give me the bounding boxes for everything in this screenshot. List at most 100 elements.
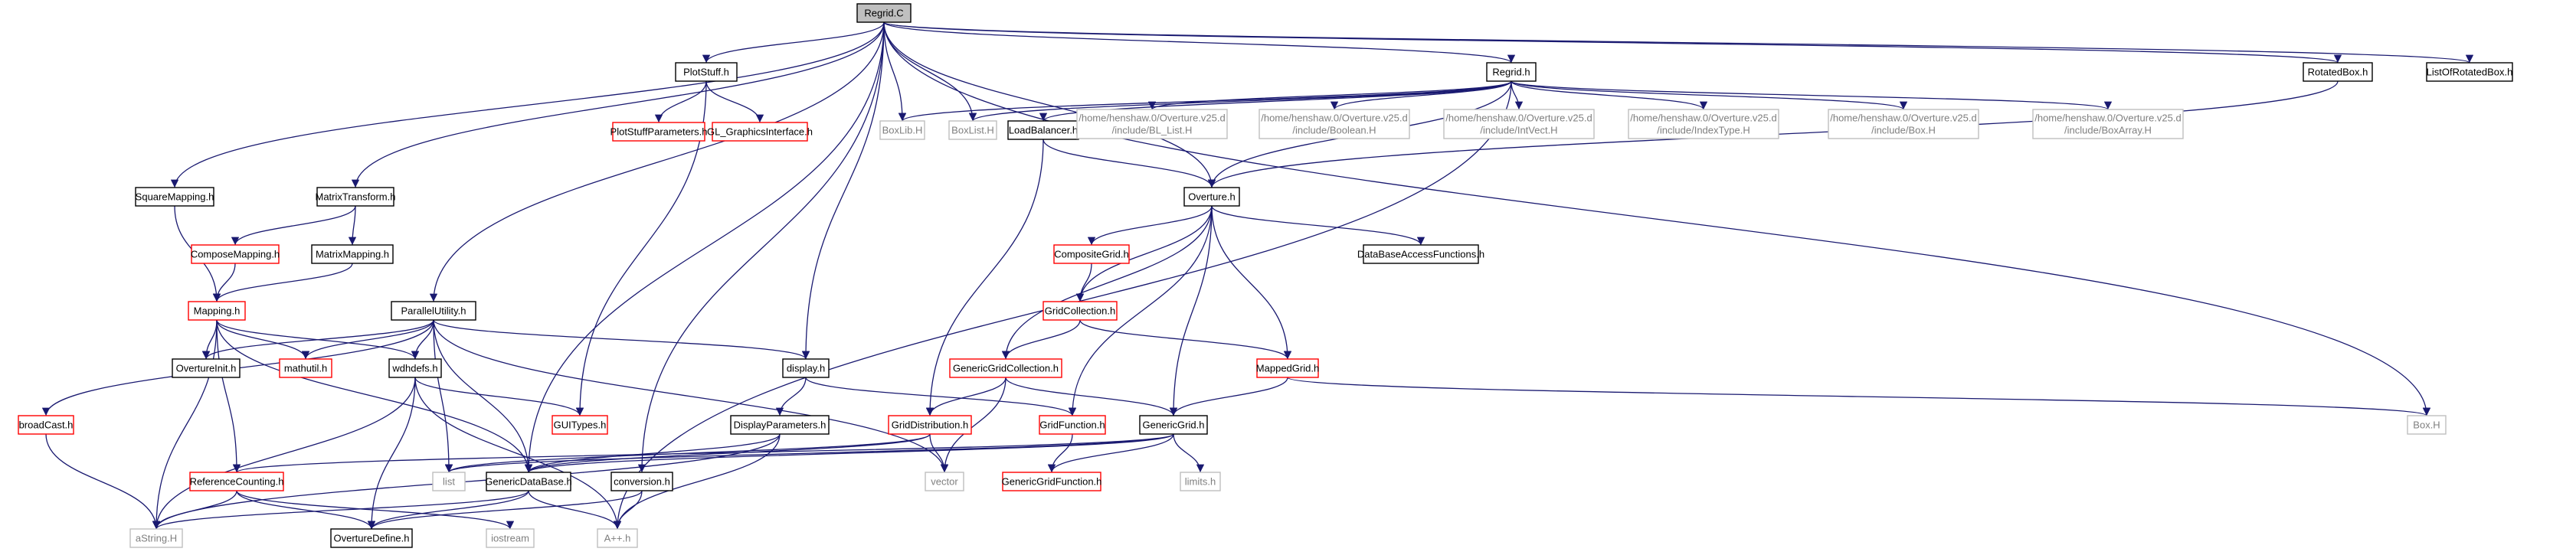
- node-genericgrid-h[interactable]: GenericGrid.h: [1139, 415, 1208, 435]
- node-vector: vector: [925, 472, 964, 491]
- node-label: OvertureDefine.h: [334, 533, 410, 544]
- node-matrixtransform-h[interactable]: MatrixTransform.h: [316, 187, 396, 207]
- node-plotstuff-h[interactable]: PlotStuff.h: [675, 62, 738, 82]
- node-label: /include/Boolean.H: [1292, 125, 1376, 136]
- include-arrow: [528, 490, 622, 530]
- node-overturedefine-h[interactable]: OvertureDefine.h: [330, 528, 413, 548]
- node-genericgridfunction-h[interactable]: GenericGridFunction.h: [1002, 472, 1102, 491]
- include-arrow: [212, 263, 236, 302]
- include-arrow: [925, 377, 1007, 416]
- node-label: Box.H: [2413, 420, 2440, 431]
- node-box: [135, 187, 214, 207]
- node-label: limits.h: [1185, 476, 1216, 488]
- node-displayparameters-h[interactable]: DisplayParameters.h: [730, 415, 830, 435]
- include-arrow: [1039, 80, 1512, 122]
- include-edge-parallelutility_h-to-vector: [433, 319, 949, 473]
- node-label: MatrixMapping.h: [316, 249, 389, 260]
- node-regrid-c[interactable]: Regrid.C: [856, 3, 912, 23]
- node-gridcollection-h[interactable]: GridCollection.h: [1043, 301, 1118, 321]
- include-edge-parallelutility_h-to-wdhdefs_h: [411, 319, 434, 360]
- include-arrow: [1169, 377, 1288, 416]
- include-arrow: [216, 319, 241, 473]
- node-mapping-h[interactable]: Mapping.h: [188, 301, 246, 321]
- node-label: MappedGrid.h: [1256, 363, 1319, 374]
- node-boxlib-h: BoxLib.H: [879, 120, 925, 140]
- include-arrow: [445, 433, 1174, 473]
- include-arrow: [1211, 205, 1425, 246]
- node-squaremapping-h[interactable]: SquareMapping.h: [135, 187, 214, 207]
- include-arrow: [414, 377, 622, 530]
- node-box: [486, 472, 571, 491]
- node-composemapping-h[interactable]: ComposeMapping.h: [191, 244, 280, 264]
- include-arrow: [705, 80, 764, 123]
- include-arrow: [367, 490, 529, 530]
- node-label: /include/Box.H: [1871, 125, 1936, 136]
- node-parallelutility-h[interactable]: ParallelUtility.h: [391, 301, 476, 321]
- include-edge-genericgridcollection_h-to-vector: [940, 377, 1007, 473]
- include-edge-regrid_h-to-indextype_h: [1511, 80, 1708, 110]
- node-label: RotatedBox.h: [2308, 67, 2368, 78]
- node-overture-h[interactable]: Overture.h: [1183, 187, 1240, 207]
- node-box: [1828, 109, 1979, 139]
- node-boolean-h: /home/henshaw.0/Overture.v25.d/include/B…: [1259, 109, 1410, 139]
- node-loadbalancer-h[interactable]: LoadBalancer.h: [1007, 120, 1079, 140]
- node-box: [1043, 301, 1118, 321]
- include-arrow: [152, 319, 218, 530]
- include-arrow: [1169, 205, 1213, 416]
- include-arrow: [433, 319, 453, 473]
- node-conversion-h[interactable]: conversion.h: [610, 472, 673, 491]
- node-box: [1363, 244, 1479, 264]
- node-genericgridcollection-h[interactable]: GenericGridCollection.h: [949, 358, 1062, 378]
- node-overtureinit-h[interactable]: OvertureInit.h: [172, 358, 241, 378]
- node-mathutil-h[interactable]: mathutil.h: [279, 358, 332, 378]
- node-broadcast-h[interactable]: broadCast.h: [18, 415, 74, 435]
- include-arrow: [170, 21, 885, 188]
- node-label: DisplayParameters.h: [734, 420, 826, 431]
- node-box: [597, 528, 638, 548]
- node-display-h[interactable]: display.h: [782, 358, 830, 378]
- node-wdhdefs-h[interactable]: wdhdefs.h: [388, 358, 442, 378]
- node-compositegrid-h[interactable]: CompositeGrid.h: [1053, 244, 1130, 264]
- node-gridfunction-h[interactable]: GridFunction.h: [1039, 415, 1106, 435]
- node-griddistribution-h[interactable]: GridDistribution.h: [888, 415, 972, 435]
- node-box: [948, 120, 997, 140]
- include-edge-genericgridcollection_h-to-genericgrid_h: [1005, 377, 1178, 416]
- include-edge-regrid_c-to-listofrotatedbox_h: [883, 21, 2473, 64]
- node-indextype-h: /home/henshaw.0/Overture.v25.d/include/I…: [1628, 109, 1779, 139]
- node-box: [388, 358, 442, 378]
- include-edge-displayparameters_h-to-aplusplus_h: [613, 433, 781, 530]
- include-edge-overture_h-to-mappedgrid_h: [1211, 205, 1292, 360]
- include-arrow: [1511, 80, 1907, 110]
- node-plotstuffparameters-h[interactable]: PlotStuffParameters.h: [610, 122, 708, 142]
- include-edge-genericgrid_h-to-genericgridfunction_h: [1047, 433, 1174, 473]
- node-label: /home/henshaw.0/Overture.v25.d: [1079, 113, 1226, 124]
- node-label: GenericGridCollection.h: [953, 363, 1059, 374]
- node-rotatedbox-h[interactable]: RotatedBox.h: [2303, 62, 2373, 82]
- node-genericdatabase-h[interactable]: GenericDataBase.h: [485, 472, 572, 491]
- node-listofrotatedbox-h[interactable]: ListOfRotatedBox.h: [2426, 62, 2513, 82]
- include-edge-regrid_c-to-regrid_h: [883, 21, 1515, 64]
- node-label: Regrid.C: [864, 8, 903, 19]
- node-referencecounting-h[interactable]: ReferenceCounting.h: [189, 472, 284, 491]
- include-edge-genericdatabase_h-to-astring_h: [152, 490, 529, 530]
- include-arrow: [524, 433, 781, 473]
- node-list: list: [432, 472, 466, 491]
- node-box: [1053, 244, 1130, 264]
- include-edge-mapping_h-to-genericdatabase_h: [216, 319, 533, 473]
- include-edge-gridfunction_h-to-genericgridfunction_h: [1047, 433, 1073, 473]
- node-regrid-h[interactable]: Regrid.h: [1486, 62, 1537, 82]
- node-box: [1180, 472, 1221, 491]
- node-gl-graphicsinterface-h[interactable]: GL_GraphicsInterface.h: [707, 122, 813, 142]
- include-edge-overture_h-to-genericgrid_h: [1169, 205, 1213, 416]
- node-matrixmapping-h[interactable]: MatrixMapping.h: [311, 244, 394, 264]
- include-edge-regrid_h-to-loadbalancer_h: [1039, 80, 1512, 122]
- include-edge-regrid_h-to-boxarray_h: [1511, 80, 2112, 110]
- node-label: SquareMapping.h: [136, 191, 214, 203]
- node-mappedgrid-h[interactable]: MappedGrid.h: [1256, 358, 1319, 378]
- node-box: [925, 472, 964, 491]
- include-arrow: [1075, 205, 1213, 302]
- include-arrow: [637, 21, 885, 473]
- include-edge-gridcollection_h-to-genericgridcollection_h: [1001, 319, 1081, 360]
- node-guitypes-h[interactable]: GUITypes.h: [552, 415, 608, 435]
- node-databaseaccessfunctions-h[interactable]: DataBaseAccessFunctions.h: [1357, 244, 1484, 264]
